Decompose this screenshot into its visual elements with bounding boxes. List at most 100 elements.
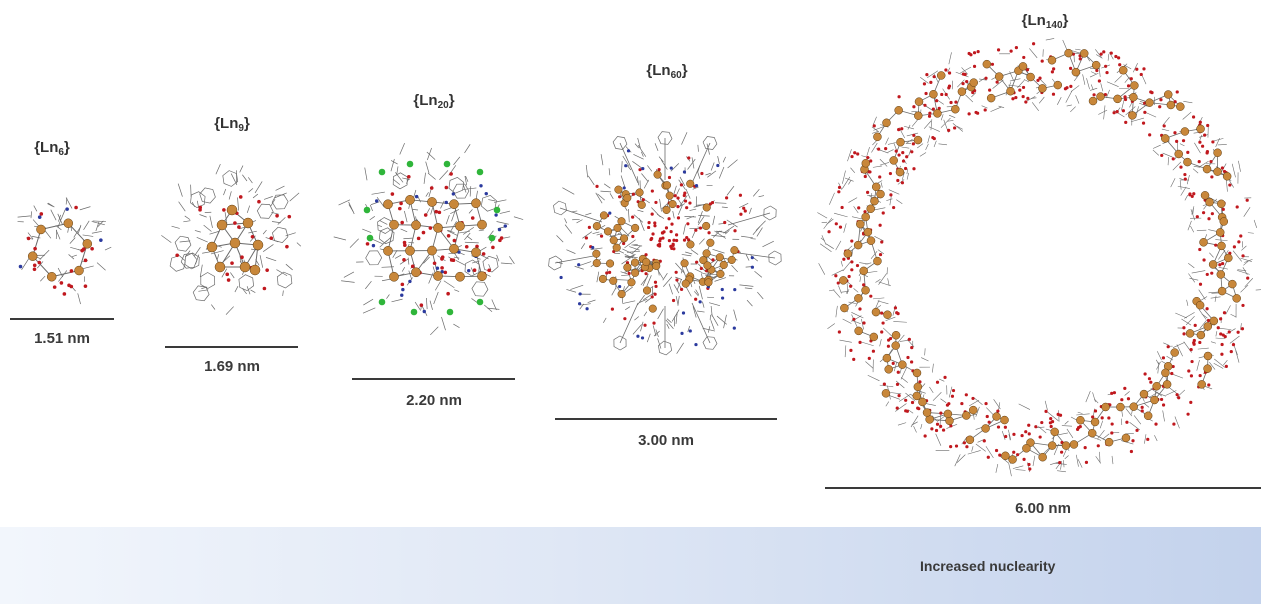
bond-line (924, 348, 926, 356)
lanthanide-atom (1053, 80, 1063, 90)
bond-line (1111, 455, 1114, 465)
bond-line (1119, 87, 1130, 90)
bond-line (697, 211, 703, 224)
oxygen-atom (982, 439, 986, 443)
bond-line (847, 149, 852, 162)
oxygen-atom (882, 382, 886, 386)
lanthanide-atom (1061, 441, 1071, 450)
bond-line (646, 275, 652, 287)
bond-line (230, 173, 238, 186)
lanthanide-atom (730, 246, 739, 255)
oxygen-atom (947, 128, 951, 132)
lanthanide-atom (1001, 451, 1010, 461)
bond-line (925, 143, 929, 150)
oxygen-atom (1197, 160, 1201, 164)
bond-line (1095, 49, 1103, 59)
oxygen-atom (679, 183, 684, 187)
oxygen-atom (1065, 86, 1069, 90)
oxygen-atom (1220, 342, 1224, 347)
oxygen-atom (1192, 192, 1196, 196)
lanthanide-atom (1038, 84, 1047, 93)
bond-line (697, 164, 701, 173)
scale-label-ln6: 1.51 nm (34, 330, 90, 347)
oxygen-atom (1149, 380, 1153, 384)
nitrogen-atom (694, 184, 699, 188)
oxygen-atom (1237, 240, 1241, 244)
bond-line (459, 230, 470, 234)
bond-line (640, 321, 644, 332)
bond-line (425, 161, 430, 174)
lanthanide-atom (1018, 62, 1028, 71)
bond-line (687, 325, 691, 332)
nitrogen-atom (750, 256, 754, 260)
lanthanide-atom (686, 179, 695, 188)
lanthanide-atom (1162, 380, 1172, 389)
oxygen-atom (1232, 245, 1237, 249)
bond-line (223, 188, 227, 196)
bond-line (500, 262, 513, 265)
bond-line (873, 297, 885, 300)
bond-line (77, 293, 81, 305)
lanthanide-atom (882, 118, 891, 128)
bond-line (611, 288, 616, 296)
lanthanide-atom (898, 360, 907, 369)
bond-line (758, 195, 765, 198)
bond-line (897, 179, 905, 185)
oxygen-atom (1224, 364, 1228, 368)
bond-line (570, 284, 584, 290)
bond-line (889, 395, 900, 400)
bond-line (689, 208, 697, 211)
bond-line (738, 203, 749, 208)
lanthanide-atom (623, 193, 632, 202)
oxygen-atom (852, 357, 856, 362)
bond-line (826, 218, 834, 225)
oxygen-atom (988, 88, 992, 92)
bond-line (750, 238, 756, 240)
oxygen-atom (429, 186, 434, 190)
lanthanide-atom (992, 412, 1001, 421)
aromatic-ring (482, 255, 499, 273)
bond-line (706, 143, 710, 155)
nitrogen-atom (716, 163, 720, 168)
bond-line (850, 167, 856, 173)
lanthanide-atom (599, 211, 608, 220)
bond-line (1163, 342, 1170, 346)
bond-line (879, 384, 894, 388)
lanthanide-atom (617, 290, 626, 299)
oxygen-atom (1161, 403, 1166, 407)
bond-line (696, 310, 705, 313)
bond-line (250, 289, 256, 293)
bond-line (183, 220, 191, 223)
lanthanide-atom (889, 156, 898, 165)
lanthanide-atom (699, 256, 708, 265)
nitrogen-atom (479, 184, 483, 188)
oxygen-atom (847, 274, 851, 279)
bond-line (1167, 157, 1169, 166)
bond-line (1129, 422, 1141, 431)
oxygen-atom (711, 258, 715, 262)
bond-line (709, 302, 721, 306)
oxygen-atom (904, 398, 908, 402)
oxygen-atom (976, 50, 980, 54)
oxygen-atom (837, 190, 841, 194)
oxygen-atom (1014, 95, 1018, 100)
nitrogen-atom (408, 279, 412, 284)
bond-line (895, 403, 907, 412)
bond-line (911, 421, 918, 426)
increased-nuclearity-label: Increased nuclearity (920, 558, 1056, 574)
bond-line (254, 181, 263, 194)
bond-line (1090, 84, 1094, 91)
oxygen-atom (1231, 343, 1236, 347)
bond-line (1192, 208, 1194, 215)
oxygen-atom (867, 356, 871, 360)
bond-line (499, 210, 511, 214)
bond-line (341, 280, 355, 283)
bond-line (952, 123, 964, 132)
lanthanide-atom (912, 368, 922, 378)
oxygen-atom (863, 210, 867, 214)
bond-line (587, 299, 596, 303)
oxygen-atom (1051, 92, 1056, 96)
oxygen-atom (686, 222, 690, 226)
bond-line (752, 188, 760, 197)
lanthanide-atom (614, 185, 623, 194)
